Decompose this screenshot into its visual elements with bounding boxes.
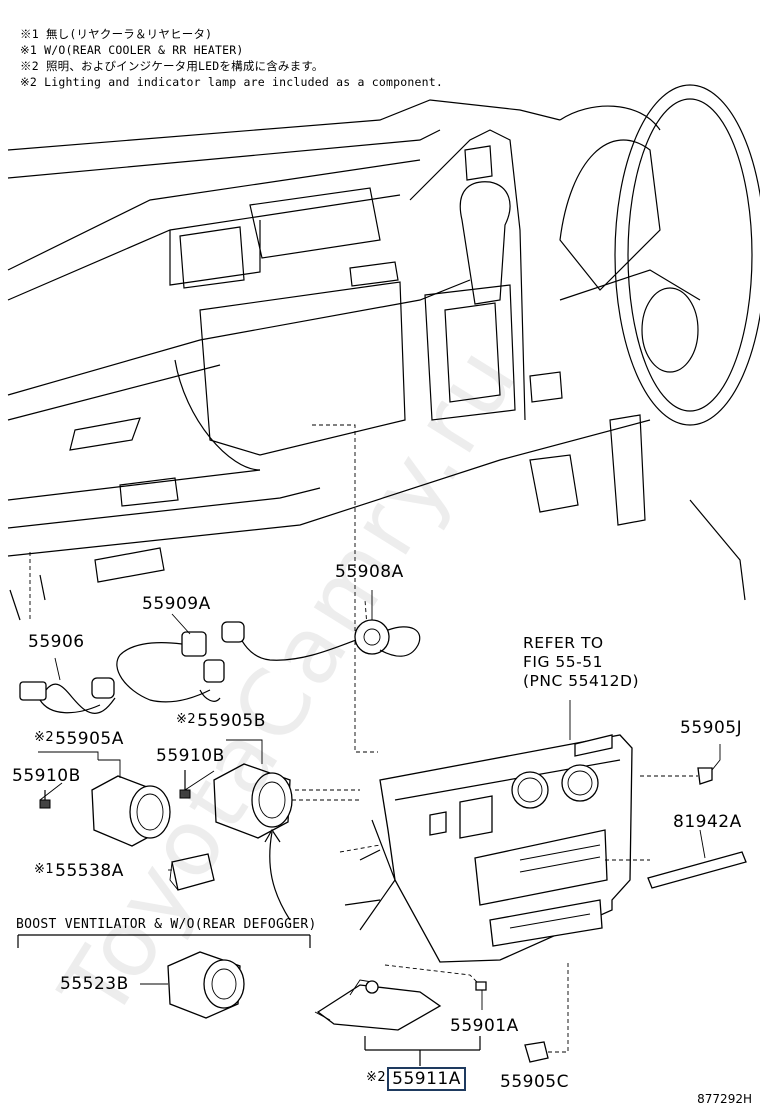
label-55901A[interactable]: 55901A — [450, 1016, 519, 1036]
note-2-ja: ※2 照明、およびインジケータ用LEDを構成に含みます。 — [20, 59, 324, 73]
part-55908A-harness — [221, 590, 421, 661]
mark-2: ※2 — [34, 730, 55, 745]
mark-2: ※2 — [366, 1070, 387, 1085]
part-55901A-bracket — [314, 964, 487, 1031]
part-55523B-switch — [140, 951, 245, 1019]
label-55538A-text: 55538A — [55, 861, 124, 881]
label-55911A-text: 55911A — [387, 1067, 466, 1091]
label-55905J[interactable]: 55905J — [680, 718, 743, 738]
label-55538A[interactable]: ※155538A — [34, 860, 124, 881]
mark-2: ※2 — [176, 712, 197, 727]
note-1-ja: ※1 無し(リヤクーラ＆リヤヒータ) — [20, 27, 213, 41]
refer-to-note: REFER TO FIG 55-51 (PNC 55412D) — [523, 634, 639, 691]
part-81942A-strip — [605, 829, 747, 889]
label-55909A[interactable]: 55909A — [142, 594, 211, 614]
refer-line-2: FIG 55-51 — [523, 653, 603, 671]
label-55905A[interactable]: ※255905A — [34, 728, 124, 749]
figure-id: 877292H — [697, 1092, 752, 1106]
part-55906-harness — [19, 657, 116, 714]
part-55538A-cover — [169, 853, 215, 891]
label-55523B[interactable]: 55523B — [60, 974, 129, 994]
part-55905A-switch — [38, 751, 171, 847]
boost-ventilator-label: BOOST VENTILATOR & W/O(REAR DEFOGGER) — [16, 917, 317, 932]
label-55910B-left[interactable]: 55910B — [12, 766, 81, 786]
part-55905B-switch — [213, 739, 360, 839]
note-2-en: ※2 Lighting and indicator lamp are inclu… — [20, 75, 444, 89]
refer-line-1: REFER TO — [523, 634, 604, 652]
centre-cluster-panel — [295, 700, 633, 963]
label-55908A[interactable]: 55908A — [335, 562, 404, 582]
refer-line-3: (PNC 55412D) — [523, 672, 640, 690]
part-55905C-clip — [524, 960, 569, 1063]
part-55909A-harness — [116, 613, 225, 703]
mark-1: ※1 — [34, 862, 55, 877]
notes-block: ※1 無し(リヤクーラ＆リヤヒータ) ※1 W/O(REAR COOLER & … — [20, 26, 443, 90]
label-55905B[interactable]: ※255905B — [176, 710, 266, 731]
label-55905A-text: 55905A — [55, 729, 124, 749]
label-55910B-mid[interactable]: 55910B — [156, 746, 225, 766]
label-55905C[interactable]: 55905C — [500, 1072, 569, 1092]
note-1-en: ※1 W/O(REAR COOLER & RR HEATER) — [20, 43, 244, 57]
dashboard-outline — [7, 84, 760, 621]
label-81942A[interactable]: 81942A — [673, 812, 742, 832]
label-55906[interactable]: 55906 — [28, 632, 85, 652]
label-55905B-text: 55905B — [197, 711, 266, 731]
part-55905J-clip — [640, 744, 721, 785]
part-55910B-screws — [39, 770, 191, 809]
